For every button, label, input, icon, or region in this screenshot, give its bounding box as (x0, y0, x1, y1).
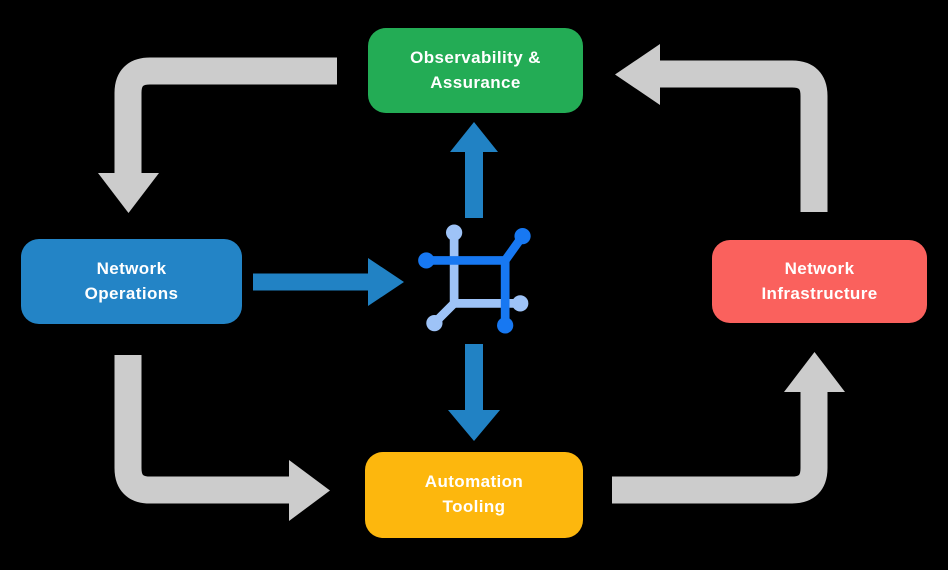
arrow-observability-to-operations-shaft (114, 57, 337, 175)
icon-dark-node-bottom (497, 317, 514, 334)
arrow-center-to-observability (450, 122, 498, 218)
arrow-operations-to-center (253, 258, 404, 306)
node-observability-assurance-label: Observability & Assurance (410, 47, 541, 92)
arrow-center-to-automation-head (448, 410, 500, 441)
node-observability-assurance: Observability & Assurance (368, 28, 583, 113)
arrow-center-to-automation (448, 344, 500, 441)
arrow-automation-to-infrastructure-shaft (612, 390, 828, 504)
icon-light-frame-line (449, 232, 521, 308)
node-automation-tooling-label: Automation Tooling (424, 472, 524, 516)
network-node-icon-secondary-lines (426, 224, 529, 332)
arrow-operations-to-automation-head (289, 460, 330, 521)
node-network-operations-label: Network Operations (84, 258, 179, 303)
arrow-operations-to-automation (114, 355, 330, 521)
icon-light-node-top (446, 224, 463, 241)
icon-dark-node-top-right (514, 227, 531, 245)
node-network-infrastructure-label: Network Infrastructure (761, 258, 878, 303)
arrow-center-to-observability-head (450, 122, 498, 152)
arrow-operations-to-automation-shaft (114, 355, 290, 504)
node-network-operations: Network Operations (21, 239, 242, 324)
network-node-icon-primary-lines (418, 227, 531, 334)
arrow-infrastructure-to-observability-shaft (658, 60, 828, 212)
arrow-automation-to-infrastructure-head (784, 352, 845, 392)
arrow-observability-to-operations (98, 57, 337, 213)
arrow-infrastructure-to-observability-head (615, 44, 660, 105)
icon-dark-node-left (418, 252, 435, 269)
arrow-operations-to-center-head (368, 258, 404, 306)
arrow-infrastructure-to-observability (615, 44, 828, 212)
arrow-automation-to-infrastructure (612, 352, 845, 504)
icon-dark-frame-line (426, 256, 510, 326)
icon-light-node-bottom-left (426, 314, 443, 332)
network-node-icon (418, 224, 531, 334)
icon-light-node-right (512, 295, 529, 312)
node-automation-tooling: Automation Tooling (365, 452, 583, 538)
arrow-observability-to-operations-head (98, 173, 159, 213)
node-network-infrastructure: Network Infrastructure (712, 240, 927, 323)
